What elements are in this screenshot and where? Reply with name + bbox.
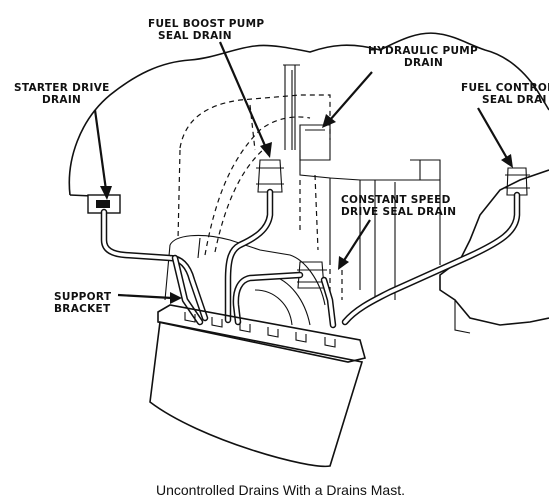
starter-drive-port [96, 200, 110, 208]
fuel-boost-arrow [218, 41, 268, 149]
support-label-line2: BRACKET [54, 303, 111, 315]
engine-flange [164, 237, 201, 301]
support-arrow [117, 293, 173, 300]
csd-arrow [342, 219, 371, 263]
fuel-control-fitting [505, 167, 530, 196]
fuel-control-arrow [477, 107, 509, 161]
starter-arrow [93, 109, 108, 191]
engine-body-lines [374, 159, 441, 300]
csd-arrowhead [338, 256, 349, 270]
engine-right-ledge [454, 300, 471, 334]
drain-manifold [157, 304, 366, 363]
starter-arrowhead [100, 186, 112, 200]
fuel-boost-label-line1: FUEL BOOST PUMP [148, 18, 264, 30]
figure-caption: Uncontrolled Drains With a Drains Mast. [156, 482, 405, 498]
fuel-control-label-line1: FUEL CONTROL [461, 82, 549, 94]
fuel-boost-fitting [256, 159, 284, 193]
starter-label-line1: STARTER DRIVE [14, 82, 110, 94]
hydraulic-pump-pipe [283, 64, 300, 150]
support-arrowhead [170, 292, 182, 304]
drains-mast-plate [149, 321, 364, 468]
fuel-boost-label-line2: SEAL DRAIN [158, 30, 232, 42]
hidden-passage-5 [177, 104, 256, 241]
hydraulic-arrow [329, 71, 373, 121]
hydraulic-label-line2: DRAIN [404, 57, 443, 69]
fuel-boost-arrowhead [260, 142, 272, 158]
hydraulic-arrowhead [322, 114, 336, 128]
drain-manifold-ports [184, 312, 336, 348]
drain-tubes [100, 188, 521, 329]
starter-label-line2: DRAIN [42, 94, 81, 106]
csd-label-line2: DRIVE SEAL DRAIN [341, 206, 456, 218]
engine-right-side [439, 169, 549, 326]
support-label-line1: SUPPORT [54, 291, 112, 303]
fuel-control-label-line2: SEAL DRAI [482, 94, 547, 106]
hydraulic-pump-fitting [299, 124, 331, 161]
csd-label-line1: CONSTANT SPEED [341, 194, 451, 206]
hydraulic-label-line1: HYDRAULIC PUMP [368, 45, 478, 57]
engine-outline [68, 32, 549, 196]
hidden-passage-3 [214, 147, 266, 253]
fuel-control-arrowhead [501, 154, 513, 168]
hidden-passage-4 [299, 174, 343, 300]
hidden-passage-1 [179, 94, 331, 149]
